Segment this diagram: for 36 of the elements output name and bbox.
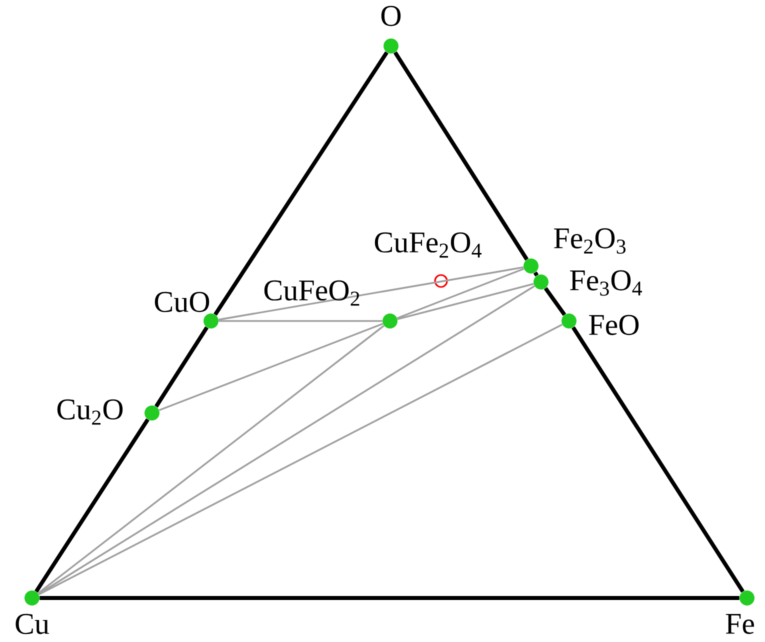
triangle-side (544, 287, 566, 316)
phase-point (740, 590, 754, 606)
triangle-side (533, 271, 539, 277)
hollow-point (434, 274, 448, 288)
tie-line (38, 324, 563, 596)
phase-point (524, 258, 538, 274)
phase-point (534, 274, 548, 290)
triangle-side (571, 326, 745, 593)
phase-point (384, 38, 398, 54)
phase-label: Cu (16, 614, 49, 634)
phase-point (382, 314, 398, 328)
tie-line (396, 268, 524, 320)
phase-label: O (381, 6, 401, 26)
phase-label: CuFeO$_{2}$ (264, 280, 360, 306)
phase-label: CuO (154, 292, 210, 312)
tie-line (38, 325, 384, 594)
triangle-side (34, 418, 150, 593)
phase-point (24, 590, 40, 606)
tie-line (158, 322, 384, 412)
phase-label: Cu$_{2}$O (57, 399, 123, 425)
tie-line (38, 285, 535, 595)
triangle-side (154, 326, 209, 408)
triangle-side (40, 596, 740, 600)
phase-label: Fe$_{2}$O$_{3}$ (554, 228, 626, 254)
triangle-side (393, 51, 529, 261)
tie-line (218, 320, 382, 322)
tie-line (218, 266, 524, 321)
triangle-side (214, 51, 388, 316)
phase-label: Fe (726, 614, 754, 634)
phase-point (204, 314, 218, 328)
phase-point (562, 314, 576, 328)
phase-label: CuFe$_{2}$O$_{4}$ (374, 232, 482, 258)
tie-line (397, 283, 534, 320)
phase-point (144, 406, 160, 420)
phase-label: FeO (589, 314, 639, 336)
phase-label: Fe$_{3}$O$_{4}$ (570, 270, 642, 296)
